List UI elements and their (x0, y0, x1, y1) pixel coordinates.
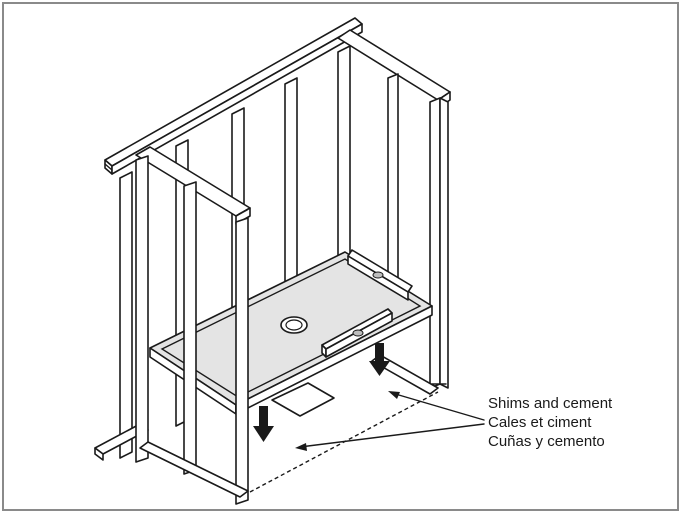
spirit-level-icon (347, 249, 413, 301)
top-back-header (104, 17, 363, 175)
front-left-studs (135, 155, 249, 505)
spirit-level-icon (321, 308, 393, 358)
bottom-plates (94, 354, 439, 461)
drain-hole-icon (280, 316, 308, 334)
down-arrow-icon (253, 406, 274, 442)
callout-label: Shims and cement Cales et ciment Cuñas y… (488, 394, 612, 451)
callout-line-french: Cales et ciment (488, 414, 592, 431)
right-wall-studs (387, 73, 449, 389)
callout-line-english: Shims and cement (488, 395, 613, 412)
cement-patch (271, 382, 335, 417)
down-arrow-icon (369, 343, 390, 376)
leader-arrow (295, 423, 485, 451)
callout-line-spanish: Cuñas y cemento (488, 433, 605, 450)
leader-arrow (388, 391, 485, 421)
